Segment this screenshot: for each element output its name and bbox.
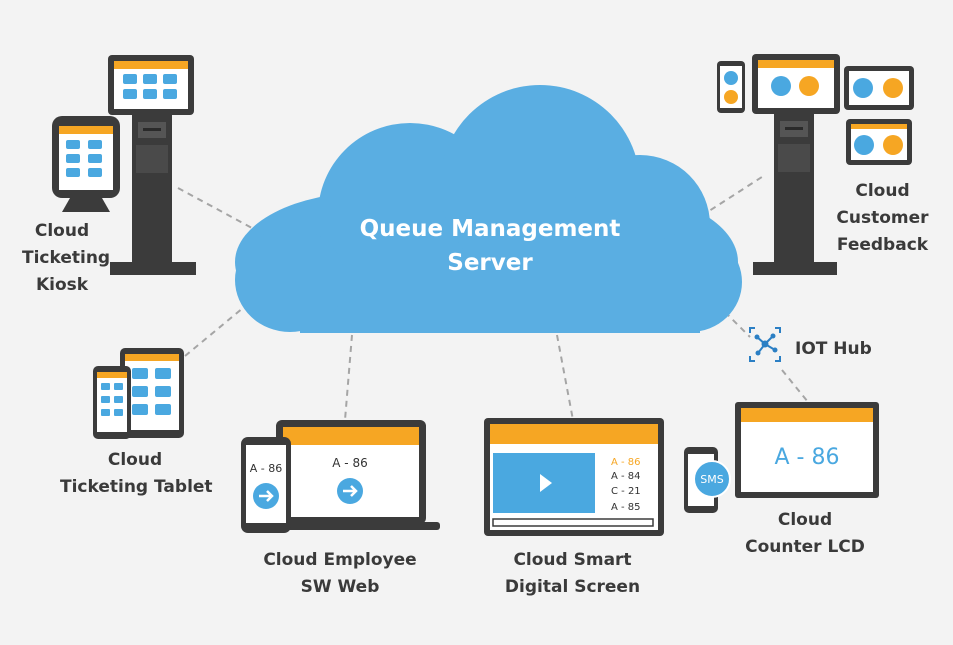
connector-iot xyxy=(724,311,751,338)
iot-hub-label: IOT Hub xyxy=(795,339,872,359)
lcd-label-line-1: Cloud xyxy=(777,510,833,530)
employee-illustration: A - 86 A - 86 xyxy=(241,420,440,533)
employee-label: Cloud Employee SW Web xyxy=(260,547,420,601)
counter-lcd-illustration: A - 86 SMS xyxy=(684,402,879,513)
cloud-title: Queue Management Server xyxy=(300,212,680,280)
lcd-label-line-2: Counter LCD xyxy=(745,537,865,557)
screen-label-line-2: Digital Screen xyxy=(504,577,641,597)
employee-label-line-2: SW Web xyxy=(300,577,380,597)
queue-item-2: A - 84 xyxy=(611,471,641,482)
screen-label-line-1: Cloud Smart xyxy=(513,550,632,570)
kiosk-label-line-2: Ticketing xyxy=(22,248,111,268)
lcd-label: Cloud Counter LCD xyxy=(745,507,865,561)
phone-ticket-number: A - 86 xyxy=(250,462,282,475)
tablet-label-line-2: Ticketing Tablet xyxy=(60,477,213,497)
connector-employee xyxy=(344,334,353,421)
connector-kiosk xyxy=(177,187,253,229)
cloud-title-line-1: Queue Management xyxy=(359,216,621,242)
kiosk-label-line-1: Cloud xyxy=(34,221,90,241)
feedback-label-line-1: Cloud xyxy=(855,181,910,201)
connector-tablet xyxy=(184,297,256,357)
tablet-illustration xyxy=(93,348,184,439)
kiosk-label-line-3: Kiosk xyxy=(35,275,89,295)
laptop-ticket-number: A - 86 xyxy=(332,456,367,470)
lcd-ticket-number: A - 86 xyxy=(775,445,840,470)
feedback-label-line-3: Feedback xyxy=(836,235,929,255)
digital-screen-illustration: A - 86 A - 84 C - 21 A - 85 xyxy=(484,418,664,536)
sms-label: SMS xyxy=(700,473,723,486)
sms-bubble-icon xyxy=(693,460,731,498)
feedback-illustration xyxy=(717,54,914,275)
queue-item-3: C - 21 xyxy=(611,486,641,497)
tablet-label-line-1: Cloud xyxy=(107,450,163,470)
feedback-label: Cloud Customer Feedback xyxy=(835,178,930,259)
queue-item-4: A - 85 xyxy=(611,502,641,513)
employee-label-line-1: Cloud Employee xyxy=(263,550,417,570)
tablet-label: Cloud Ticketing Tablet xyxy=(60,447,213,501)
feedback-label-line-2: Customer xyxy=(836,208,929,228)
iot-hub-icon xyxy=(749,327,781,362)
kiosk-label: Cloud Ticketing Kiosk xyxy=(22,218,111,299)
kiosk-illustration xyxy=(52,55,196,275)
cloud-title-line-2: Server xyxy=(447,250,533,276)
play-icon xyxy=(540,474,552,492)
cloud-shape xyxy=(235,85,742,333)
connector-lcd xyxy=(781,369,809,403)
connector-screen xyxy=(556,334,574,421)
screen-label: Cloud Smart Digital Screen xyxy=(500,547,645,601)
queue-item-1: A - 86 xyxy=(611,457,641,468)
